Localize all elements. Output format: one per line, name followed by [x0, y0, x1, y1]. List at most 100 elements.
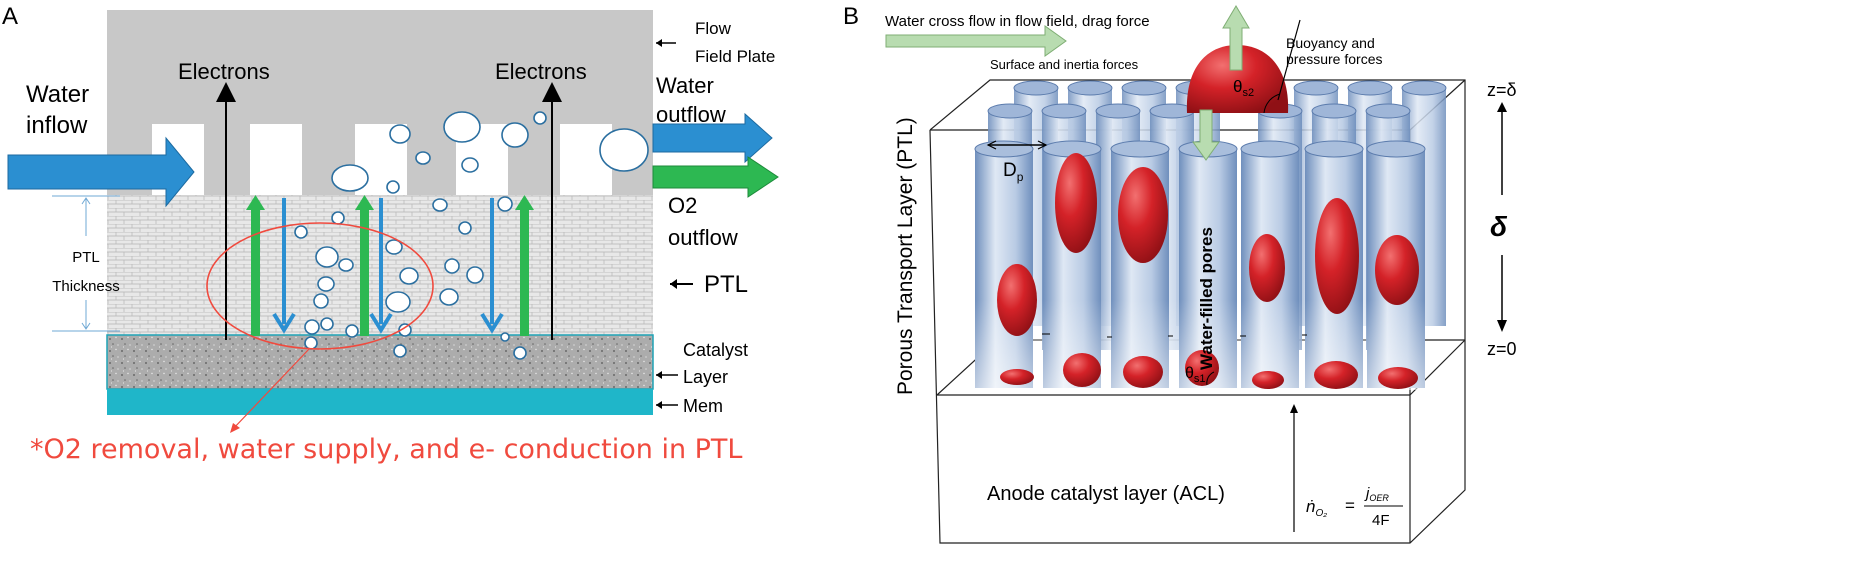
dp-arrowhead-left	[986, 140, 997, 150]
catalyst-pointer-head	[656, 371, 662, 379]
flow-channel	[250, 124, 302, 196]
plate-pointer-head	[656, 39, 662, 47]
bubble	[599, 128, 649, 172]
flux-lhs: ṅO₂	[1306, 497, 1327, 519]
gas-bubble	[1055, 153, 1097, 253]
pore-top	[1041, 103, 1087, 119]
cross-flow-arrow	[885, 25, 1067, 57]
water-inflow-label-2: inflow	[26, 112, 88, 139]
cross-flow-label: Water cross flow in flow field, drag for…	[885, 13, 1150, 30]
gas-bubble-cap	[1123, 356, 1163, 388]
pore-top	[1121, 80, 1167, 96]
pore-top	[1366, 140, 1426, 158]
bubble	[304, 336, 318, 350]
z-bottom-label: z=0	[1487, 339, 1517, 359]
gas-bubble-cap	[1000, 369, 1034, 385]
bubble	[393, 344, 407, 358]
water-filled-pores-label: Water-filled pores	[1197, 227, 1216, 370]
bubble	[294, 225, 308, 239]
pore-top	[1401, 80, 1447, 96]
highlight-pointer-line	[231, 347, 311, 431]
pore-top	[974, 140, 1034, 158]
theta-s1-arc	[1206, 371, 1215, 386]
bubble	[415, 151, 431, 165]
bubble	[533, 111, 547, 125]
o2-up-arrows	[246, 195, 534, 336]
surface-gas-bubble	[1186, 45, 1289, 113]
o2-flux-equation: ṅO₂ = jOER 4F	[1306, 485, 1403, 529]
o2-up-arrow	[520, 208, 529, 336]
bubble	[317, 276, 335, 292]
pore-top	[1067, 80, 1113, 96]
water-inflow-label-1: Water	[26, 81, 89, 108]
flow-field-plate-label-2: Field Plate	[695, 47, 775, 66]
ptl-label: PTL	[704, 271, 748, 298]
highlight-pointer-head	[230, 423, 240, 433]
theta-s1-label: θs1	[1185, 365, 1206, 385]
gas-bubble	[997, 264, 1037, 336]
electrons-right-label: Electrons	[495, 59, 587, 84]
dp-label: Dp	[1003, 160, 1024, 184]
pore-top	[1304, 140, 1364, 158]
surface-inertia-label: Surface and inertia forces	[990, 57, 1139, 72]
bubble	[444, 258, 460, 274]
pore-top	[1013, 80, 1059, 96]
bubble	[386, 180, 400, 194]
o2-outflow-label-1: O2	[668, 193, 697, 218]
pore-top	[1365, 103, 1411, 119]
flux-denominator: 4F	[1372, 512, 1390, 529]
bubble	[439, 288, 459, 306]
water-inflow-arrow	[7, 136, 195, 208]
delta-label: δ	[1490, 211, 1508, 242]
buoyancy-arrow-up	[1222, 5, 1250, 71]
bubble	[461, 157, 479, 173]
bubble	[313, 293, 329, 309]
gas-bubble	[1375, 235, 1419, 305]
pressure-arrow-down	[1192, 109, 1220, 161]
pore-top	[987, 103, 1033, 119]
catalyst-layer-label-2: Layer	[683, 367, 728, 387]
ptl-box-edge	[929, 79, 1466, 544]
gas-bubble-cap	[1185, 350, 1219, 386]
bubble	[320, 317, 334, 331]
panel-b-label: B	[843, 3, 859, 30]
bubble	[501, 122, 529, 148]
water-outflow-label-1: Water	[656, 73, 714, 98]
bubble	[389, 124, 411, 144]
bubble	[399, 267, 419, 285]
panel-a-caption: *O2 removal, water supply, and e- conduc…	[30, 434, 742, 465]
gas-bubbles	[997, 45, 1419, 389]
bubble	[304, 319, 320, 335]
flux-equals: =	[1345, 496, 1355, 515]
o2-up-arrow	[360, 208, 369, 336]
ptl-axis-label: Porous Transport Layer (PTL)	[894, 117, 917, 395]
bubble	[513, 346, 527, 360]
bubble	[458, 221, 472, 235]
o2-bubbles	[294, 111, 649, 360]
pore-top	[1110, 140, 1170, 158]
membrane-pointer-head	[656, 401, 662, 409]
pore-top	[1293, 80, 1339, 96]
flux-numerator: jOER	[1364, 485, 1389, 503]
ptl-thickness-arrowhead-down	[81, 322, 91, 330]
bubble	[497, 196, 513, 212]
ptl-thickness-label-2: Thickness	[52, 278, 120, 295]
z-top-label: z=δ	[1487, 80, 1517, 100]
bubble	[398, 323, 412, 337]
bubble	[338, 258, 354, 272]
bubble	[331, 211, 345, 225]
bubble	[432, 198, 448, 212]
bubble	[385, 291, 411, 313]
water-down-arrows	[272, 198, 504, 334]
bubble	[500, 332, 510, 342]
pore-top	[1240, 140, 1300, 158]
gas-bubble-cap	[1314, 361, 1358, 389]
gas-bubble	[1118, 167, 1168, 263]
water-outflow-arrow	[652, 112, 773, 164]
bubble	[315, 246, 339, 268]
catalyst-layer-label-1: Catalyst	[683, 340, 748, 360]
dp-arrowhead-right	[1037, 140, 1048, 150]
gas-bubble	[1249, 234, 1285, 302]
panel-a-label: A	[2, 3, 18, 30]
o2-outflow-arrow	[652, 156, 779, 198]
